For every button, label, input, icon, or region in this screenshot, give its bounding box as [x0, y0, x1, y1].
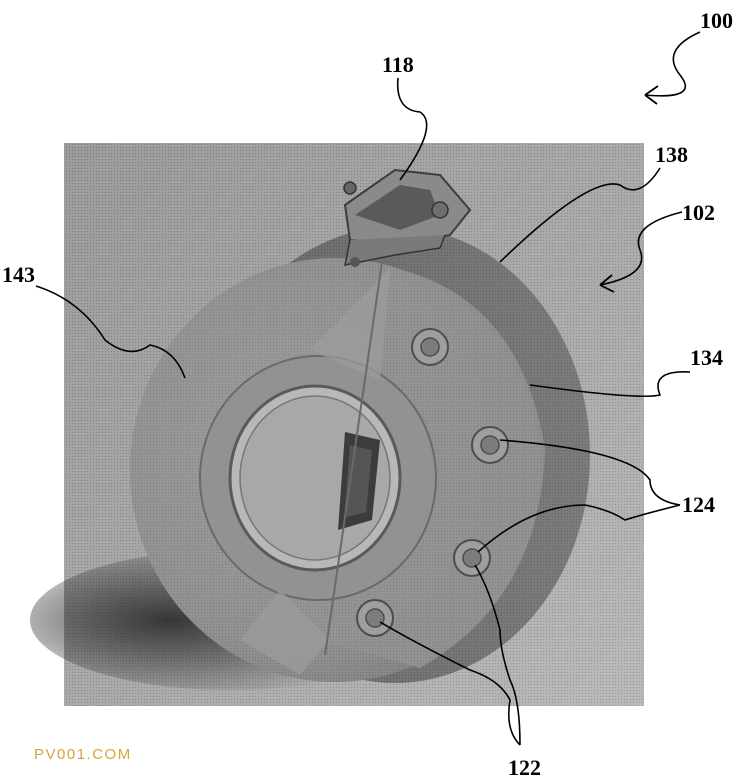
- reference-numerals: 100 118 138 102 143 134 124 122: [2, 8, 733, 780]
- label-143: 143: [2, 262, 35, 287]
- label-124: 124: [682, 492, 715, 517]
- bolt-nut: [356, 599, 394, 637]
- label-138: 138: [655, 142, 688, 167]
- bolt-nut: [471, 426, 509, 464]
- label-134: 134: [690, 345, 723, 370]
- label-102: 102: [682, 200, 715, 225]
- top-latch-mechanism: [343, 168, 472, 267]
- watermark-text: PV001.COM: [34, 746, 132, 763]
- label-100: 100: [700, 8, 733, 33]
- bolt-nut: [411, 328, 449, 366]
- leader-lines: [35, 31, 701, 746]
- label-118: 118: [382, 52, 414, 77]
- label-122: 122: [508, 755, 541, 780]
